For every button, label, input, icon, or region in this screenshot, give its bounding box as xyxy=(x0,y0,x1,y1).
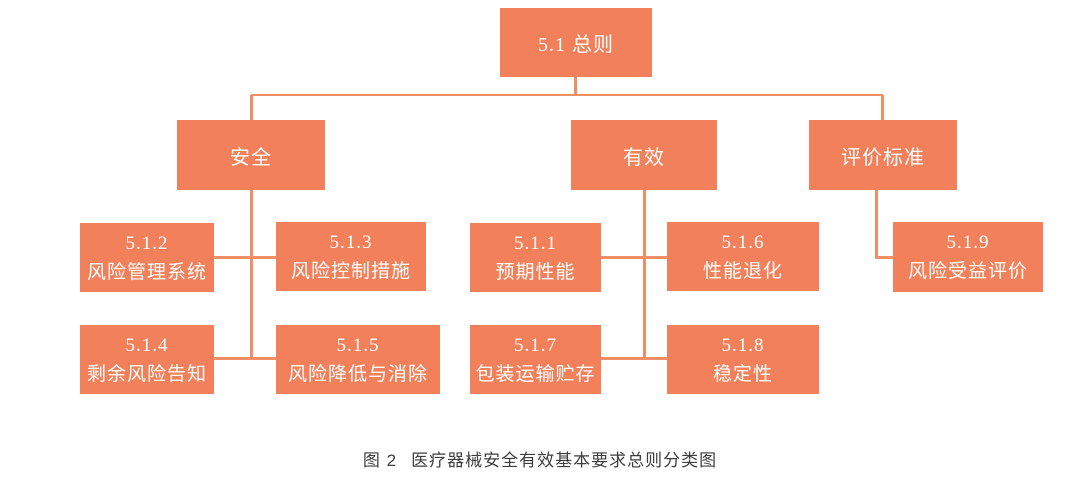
node-5-1-8-label: 稳定性 xyxy=(712,363,773,385)
node-5-1-5-label: 风险降低与消除 xyxy=(287,363,428,385)
node-5-1-5: 5.1.5 风险降低与消除 xyxy=(276,325,440,394)
node-5-1-1-label: 预期性能 xyxy=(495,261,576,283)
connector-root-stub xyxy=(574,77,577,95)
node-5-1-4-label: 剩余风险告知 xyxy=(86,363,207,385)
node-root: 5.1 总则 xyxy=(500,8,652,77)
connector-effective-spine xyxy=(643,190,646,360)
node-5-1-7-number: 5.1.7 xyxy=(514,334,557,356)
node-5-1-7: 5.1.7 包装运输贮存 xyxy=(470,325,601,394)
figure-caption-text: 医疗器械安全有效基本要求总则分类图 xyxy=(411,451,718,470)
node-5-1-8: 5.1.8 稳定性 xyxy=(667,325,819,394)
node-5-1-7-label: 包装运输贮存 xyxy=(475,363,596,385)
connector-effective-row1 xyxy=(600,256,667,259)
node-5-1-3-label: 风险控制措施 xyxy=(290,260,411,282)
node-5-1-9: 5.1.9 风险受益评价 xyxy=(893,222,1043,292)
connector-top-bar xyxy=(251,94,883,96)
node-5-1-6: 5.1.6 性能退化 xyxy=(667,222,819,291)
connector-safety-top-stub xyxy=(250,95,253,120)
connector-criteria-elbow-vertical xyxy=(875,190,878,259)
node-5-1-2: 5.1.2 风险管理系统 xyxy=(80,223,214,292)
branch-safety-label: 安全 xyxy=(230,146,272,169)
node-5-1-2-label: 风险管理系统 xyxy=(86,261,207,283)
node-5-1-1: 5.1.1 预期性能 xyxy=(470,223,601,292)
node-5-1-3: 5.1.3 风险控制措施 xyxy=(276,222,426,291)
node-5-1-3-number: 5.1.3 xyxy=(329,231,373,253)
node-5-1-8-number: 5.1.8 xyxy=(721,334,765,356)
branch-effective: 有效 xyxy=(571,120,717,190)
node-5-1-9-number: 5.1.9 xyxy=(946,232,990,253)
branch-effective-label: 有效 xyxy=(623,146,665,169)
branch-criteria: 评价标准 xyxy=(809,120,957,190)
connector-criteria-elbow-horizontal xyxy=(875,256,893,259)
node-5-1-6-number: 5.1.6 xyxy=(721,231,765,253)
branch-criteria-label: 评价标准 xyxy=(841,146,925,169)
connector-effective-row2 xyxy=(600,357,667,360)
connector-safety-row2 xyxy=(214,357,276,360)
node-5-1-4: 5.1.4 剩余风险告知 xyxy=(80,325,214,394)
node-5-1-1-number: 5.1.1 xyxy=(514,232,557,254)
node-5-1-9-label: 风险受益评价 xyxy=(907,261,1028,282)
figure-caption-number: 图 2 xyxy=(362,451,398,470)
connector-safety-spine xyxy=(250,190,253,360)
node-root-label: 5.1 总则 xyxy=(538,34,614,56)
branch-safety: 安全 xyxy=(177,120,325,190)
figure-caption: 图 2 医疗器械安全有效基本要求总则分类图 xyxy=(0,446,1080,471)
node-5-1-4-number: 5.1.4 xyxy=(125,334,169,356)
node-5-1-6-label: 性能退化 xyxy=(702,260,783,282)
node-5-1-5-number: 5.1.5 xyxy=(336,334,380,356)
connector-safety-row1 xyxy=(214,256,276,259)
node-5-1-2-number: 5.1.2 xyxy=(125,232,169,254)
connector-criteria-top-stub xyxy=(881,95,884,122)
